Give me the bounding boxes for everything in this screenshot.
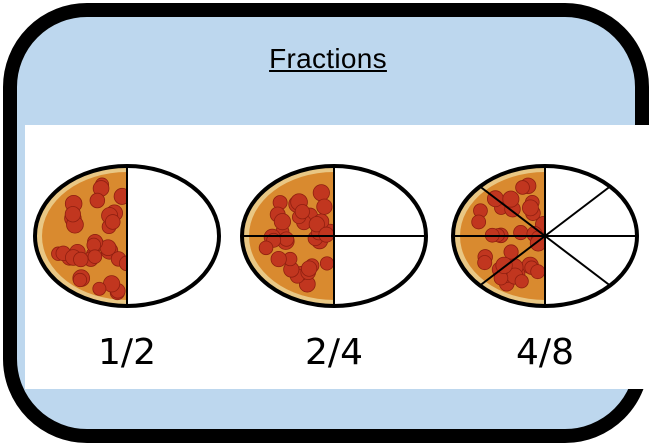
pepperoni — [478, 256, 492, 270]
pepperoni — [514, 225, 528, 239]
pepperoni — [105, 215, 120, 230]
pepperoni — [472, 215, 486, 229]
pepperoni — [319, 227, 334, 242]
fraction-label: 1/2 — [98, 332, 156, 373]
pepperoni — [301, 261, 316, 276]
pepperoni — [313, 185, 329, 201]
pepperoni — [74, 252, 89, 267]
pepperoni — [515, 275, 528, 288]
pepperoni — [279, 232, 293, 246]
pepperoni — [295, 205, 309, 219]
fraction-label: 4/8 — [516, 332, 574, 373]
pizza-1: 1/2 — [35, 166, 219, 373]
pepperoni — [93, 282, 106, 295]
fraction-pizzas-diagram: 1/2 2/4 4/8 — [0, 0, 667, 389]
pepperoni — [88, 250, 102, 264]
pepperoni — [274, 213, 290, 229]
pepperoni — [531, 265, 545, 279]
pepperoni — [65, 207, 80, 222]
pizza-3: 4/8 — [453, 166, 637, 373]
pepperoni — [516, 181, 530, 195]
pepperoni — [90, 193, 105, 208]
pepperoni — [522, 200, 538, 216]
pepperoni — [271, 251, 286, 266]
pepperoni — [317, 199, 332, 214]
pizza-2: 2/4 — [242, 166, 426, 373]
fraction-label: 2/4 — [305, 332, 363, 373]
pepperoni — [259, 241, 273, 255]
pepperoni — [73, 273, 86, 286]
pepperoni — [320, 257, 333, 270]
